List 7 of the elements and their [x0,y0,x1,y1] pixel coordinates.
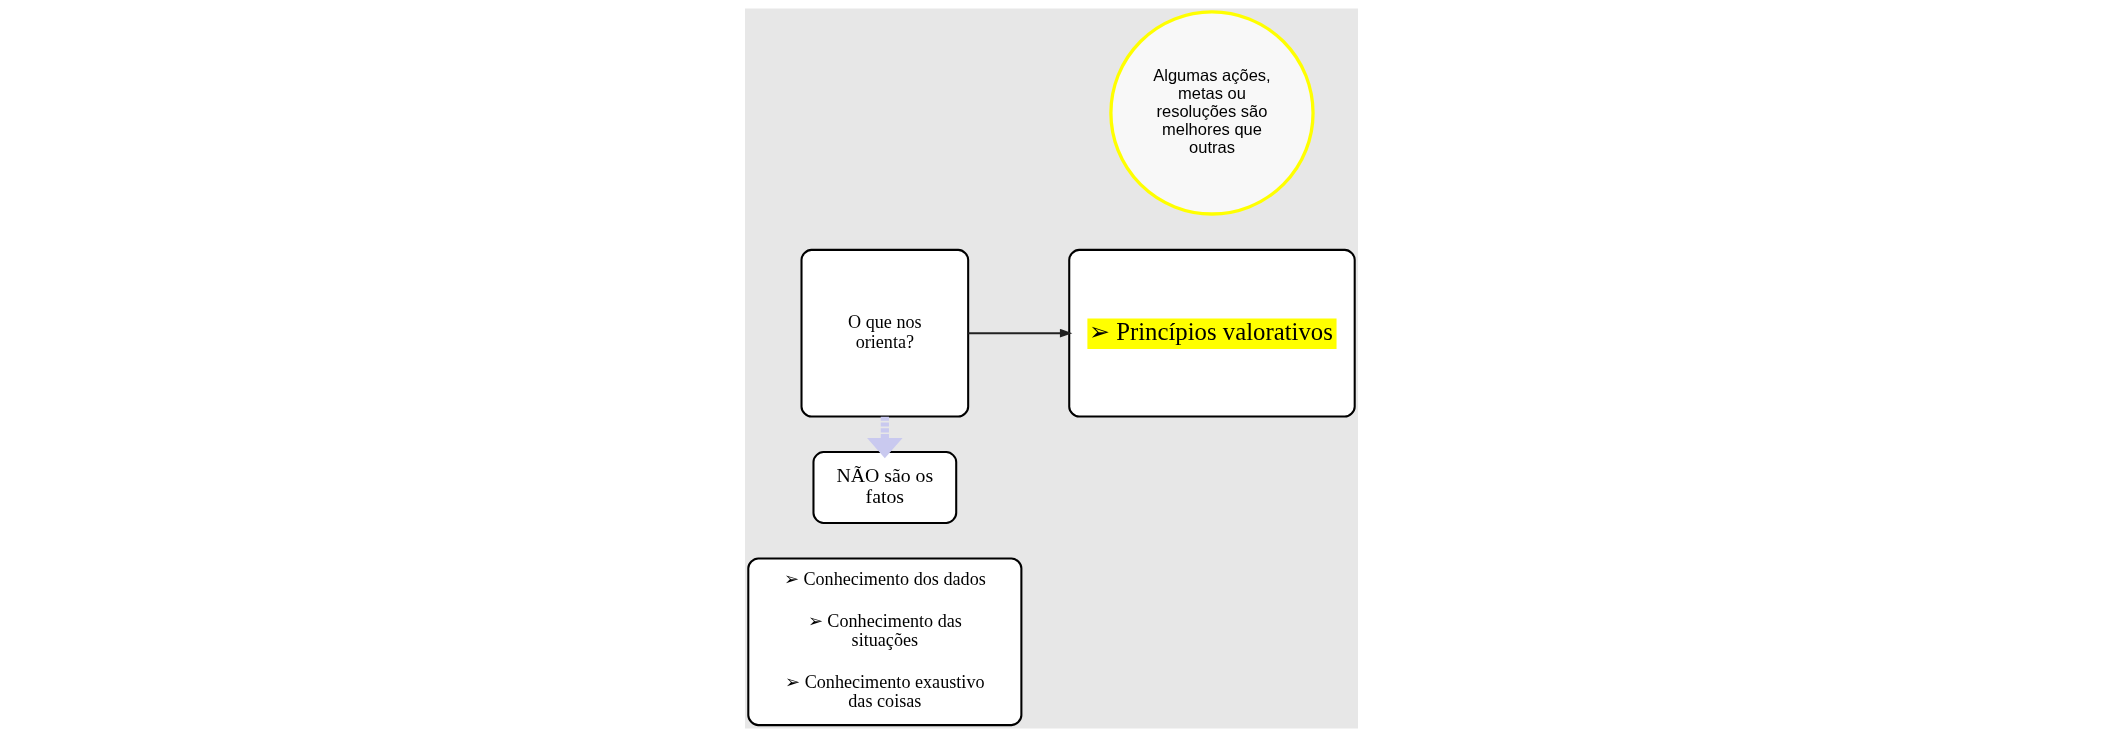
arrow [867,416,903,459]
node-box: O que nos orienta? [800,248,970,418]
arrow [968,328,1073,338]
node-box: ➢ Conhecimento dos dados ➢ Conhecimento das situações ➢ Conhecimento exaustivo das coisas [747,557,1023,727]
node-box: ➢ Princípios valorativos [1068,248,1356,418]
node-circle: Algumas ações, metas ou resoluções são melhores que outras [1109,10,1315,216]
node-box: NÃO são os fatos [812,451,958,524]
